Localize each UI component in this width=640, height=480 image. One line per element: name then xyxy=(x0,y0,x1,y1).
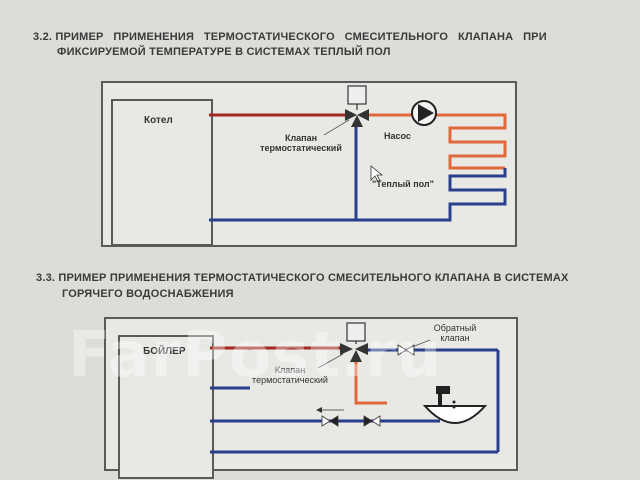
shutoff-valve-icon-2 xyxy=(363,415,381,427)
pump-label: Насос xyxy=(384,131,411,141)
check-valve-icon xyxy=(397,344,415,356)
flow-arrow-icon xyxy=(316,407,344,413)
valve-label-line1: Клапан xyxy=(284,133,318,143)
thermostatic-valve-icon xyxy=(345,85,369,127)
shutoff-valve-icon-1 xyxy=(321,415,339,427)
check-valve-label-line2: клапан xyxy=(440,333,470,343)
boiler-label: Котел xyxy=(144,115,173,126)
check-valve-label: Обратный клапан xyxy=(420,323,490,343)
floor-loop-hot xyxy=(436,113,507,170)
mixed-water-pipe xyxy=(354,360,387,405)
valve-label-line2: термостатический xyxy=(260,143,342,153)
check-valve-label-line1: Обратный xyxy=(433,323,477,333)
dhw-thermostatic-valve-icon xyxy=(340,322,368,362)
section-1-heading-line2: ФИКСИРУЕМОЙ ТЕМПЕРАТУРЕ В СИСТЕМАХ ТЕПЛЫ… xyxy=(57,46,391,58)
watermark: FarPost.ru xyxy=(68,318,442,391)
section-2-heading: 3.3. ПРИМЕР ПРИМЕНЕНИЯ ТЕРМОСТАТИЧЕСКОГО… xyxy=(36,272,626,300)
dhw-valve-label-line2: термостатический xyxy=(252,375,328,385)
dhw-valve-label: Клапан термостатический xyxy=(240,365,340,385)
water-heater-box xyxy=(118,335,214,479)
valve-label: Клапан термостатический xyxy=(246,133,356,153)
pump-icon xyxy=(411,100,437,126)
boiler-box xyxy=(111,99,213,246)
floor-loop-cold xyxy=(356,168,507,222)
water-heater-label: БОЙЛЕР xyxy=(143,346,186,357)
section-1-heading: 3.2. ПРИМЕР ПРИМЕНЕНИЯ ТЕРМОСТАТИЧЕСКОГО… xyxy=(33,31,623,58)
mouse-cursor-icon xyxy=(370,165,384,183)
floor-heating-label: "Теплый пол" xyxy=(372,179,434,189)
sink-icon xyxy=(422,386,488,424)
section-2-heading-line2: ГОРЯЧЕГО ВОДОСНАБЖЕНИЯ xyxy=(62,288,234,300)
section-1-heading-line1: 3.2. ПРИМЕР ПРИМЕНЕНИЯ ТЕРМОСТАТИЧЕСКОГО… xyxy=(33,31,547,43)
dhw-valve-label-line1: Клапан xyxy=(274,365,306,375)
section-2-heading-line1: 3.3. ПРИМЕР ПРИМЕНЕНИЯ ТЕРМОСТАТИЧЕСКОГО… xyxy=(36,272,569,284)
